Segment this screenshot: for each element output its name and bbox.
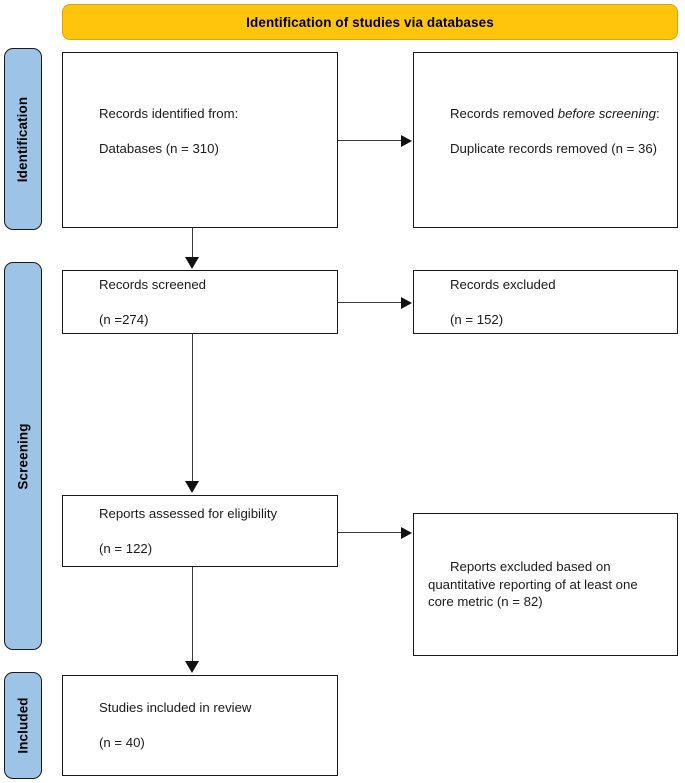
connector-line [192,334,193,483]
arrow-right-icon [401,135,412,147]
node-reports-excluded-line1: Reports excluded based on quantitative r… [428,559,642,610]
connector-line [192,228,193,259]
node-reports-excluded: Reports excluded based on quantitative r… [413,513,678,656]
node-records-screened-line2: (n =274) [98,311,149,327]
node-records-screened: Records screened (n =274) [62,270,338,334]
node-records-identified: Records identified from: Databases (n = … [62,52,338,228]
connector-line [338,302,402,303]
stage-label-identification: Identification [4,48,42,230]
node-records-excluded-line1: Records excluded [449,276,556,292]
node-studies-included: Studies included in review (n = 40) [62,675,338,776]
node-records-excluded-line2: (n = 152) [449,311,504,327]
connector-line [338,532,402,533]
node-records-excluded-body: Records excluded (n = 152) [428,258,663,345]
node-reports-assessed-eligibility-line1: Reports assessed for eligibility [98,505,278,521]
banner-title: Identification of studies via databases [246,14,494,30]
node-reports-excluded-body: Reports excluded based on quantitative r… [428,541,663,628]
stage-label-identification-text: Identification [15,96,31,182]
diagram-banner: Identification of studies via databases [62,4,678,40]
node-records-screened-line1: Records screened [98,276,207,292]
connector-line [192,567,193,663]
node-studies-included-body: Studies included in review (n = 40) [77,682,323,769]
node-studies-included-line2: (n = 40) [98,735,145,751]
node-records-removed-line1-prefix: Records removed [449,106,558,122]
node-studies-included-line1: Studies included in review [98,700,252,716]
node-records-removed-body: Records removed before screening: Duplic… [428,88,663,193]
node-records-identified-line1: Records identified from: [98,106,239,122]
node-reports-assessed-eligibility-line2: (n = 122) [98,540,153,556]
node-records-identified-line2: Databases (n = 310) [99,141,219,156]
connector-line [338,140,402,141]
node-reports-assessed-eligibility-body: Reports assessed for eligibility (n = 12… [77,487,323,574]
stage-label-included: Included [4,672,42,779]
arrow-down-icon [185,481,199,493]
arrow-down-icon [185,661,199,673]
node-reports-assessed-eligibility: Reports assessed for eligibility (n = 12… [62,495,338,567]
arrow-down-icon [185,257,199,269]
stage-label-screening-text: Screening [15,422,31,490]
node-records-excluded: Records excluded (n = 152) [413,270,678,334]
stage-label-included-text: Included [15,697,31,754]
arrow-right-icon [401,297,412,309]
stage-label-screening: Screening [4,262,42,650]
node-records-removed: Records removed before screening: Duplic… [413,52,678,228]
node-records-screened-body: Records screened (n =274) [77,258,323,345]
node-records-identified-body: Records identified from: Databases (n = … [77,88,323,193]
arrow-right-icon [401,527,412,539]
node-records-removed-line2: Duplicate records removed (n = 36) [450,141,658,156]
node-records-removed-line1-italic: before screening [557,106,656,122]
node-records-removed-line1-suffix: : [655,106,660,122]
